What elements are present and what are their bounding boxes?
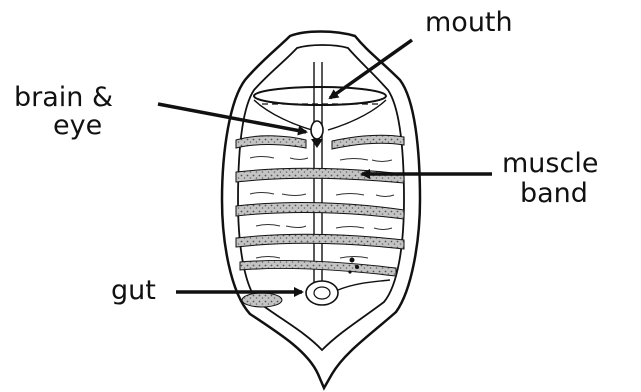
eye bbox=[311, 139, 323, 148]
muscle-band bbox=[236, 203, 404, 219]
muscle-label-line1: muscle bbox=[502, 148, 598, 179]
muscle-band bbox=[236, 136, 306, 148]
gut-base bbox=[242, 293, 282, 307]
muscle-label-line2: band bbox=[520, 178, 588, 209]
gut-dot bbox=[355, 265, 359, 269]
gut-connector bbox=[338, 280, 390, 290]
brain-label-line1: brain & bbox=[14, 82, 113, 113]
muscle-band bbox=[240, 260, 396, 276]
gut-label: gut bbox=[111, 275, 156, 306]
muscle-band bbox=[332, 135, 404, 149]
mouth-opening bbox=[254, 87, 386, 105]
muscle-band bbox=[236, 234, 404, 249]
mouth-label: mouth bbox=[425, 7, 513, 38]
gut-dot bbox=[348, 270, 351, 273]
brain bbox=[311, 121, 323, 139]
gut-outer bbox=[306, 281, 338, 305]
brain-label-line2: eye bbox=[53, 110, 102, 141]
gut-dot bbox=[350, 258, 355, 263]
